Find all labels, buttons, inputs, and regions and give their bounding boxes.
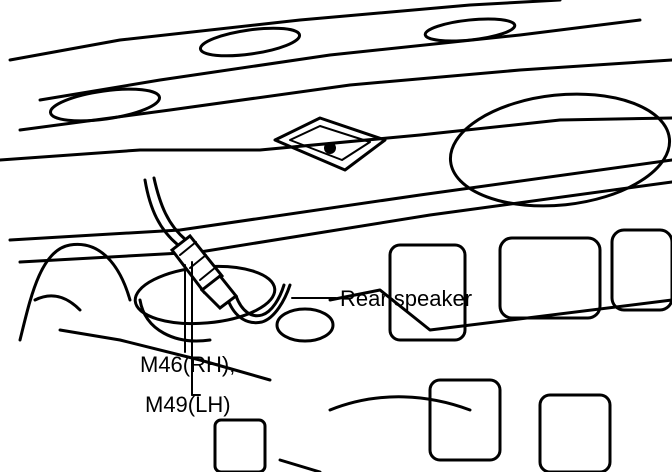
leader-lines	[184, 261, 337, 396]
connector-lh-label: M49(LH)	[145, 392, 231, 417]
connector-rh-label: M46(RH),	[140, 352, 235, 377]
rear-speaker-label: Rear speaker	[340, 286, 472, 311]
wire-harness	[143, 176, 292, 325]
connector-m46-m49	[169, 233, 239, 310]
